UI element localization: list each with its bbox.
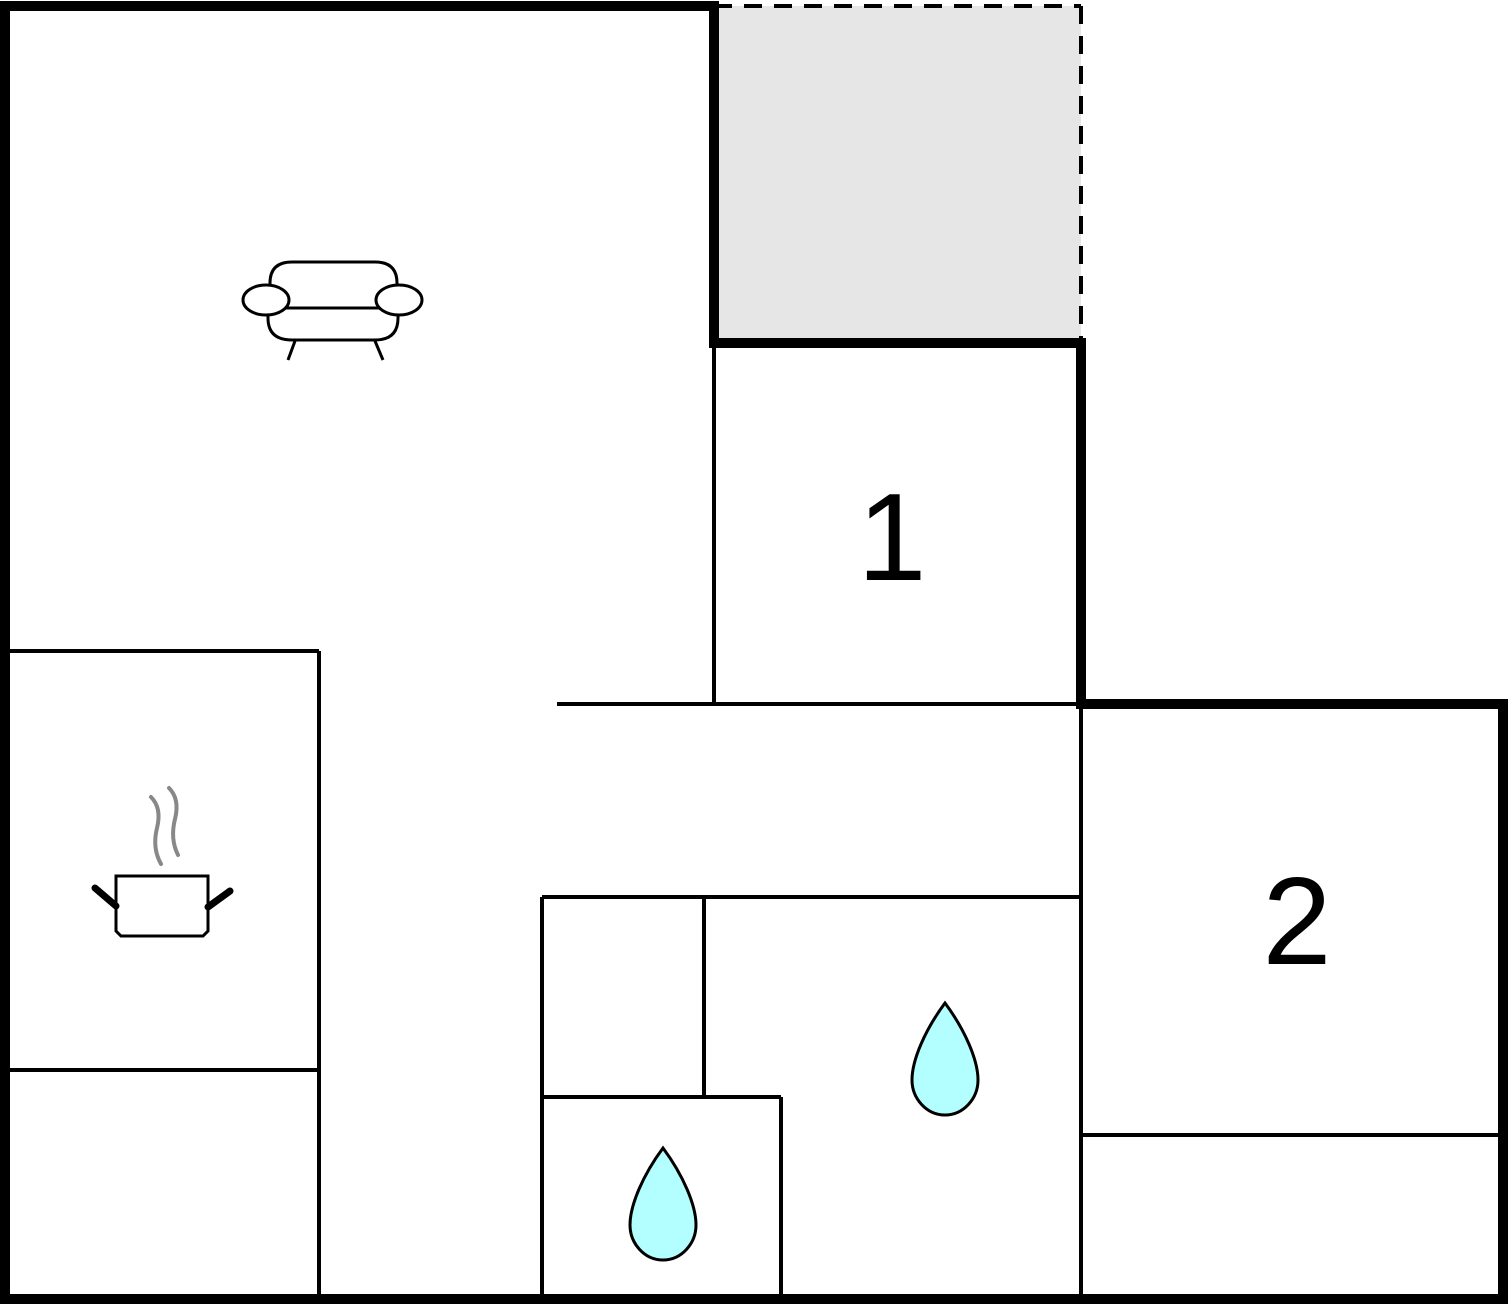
water-drop-icon: [910, 1000, 980, 1117]
water-drop-icon: [628, 1145, 698, 1262]
room-label-2: 2: [1263, 853, 1332, 991]
interior-walls: [5, 343, 1503, 1299]
sofa-icon: [241, 260, 424, 361]
cooking-pot-icon: [91, 786, 234, 938]
terrace-area: [714, 4, 1083, 343]
room-label-1: 1: [858, 469, 927, 607]
